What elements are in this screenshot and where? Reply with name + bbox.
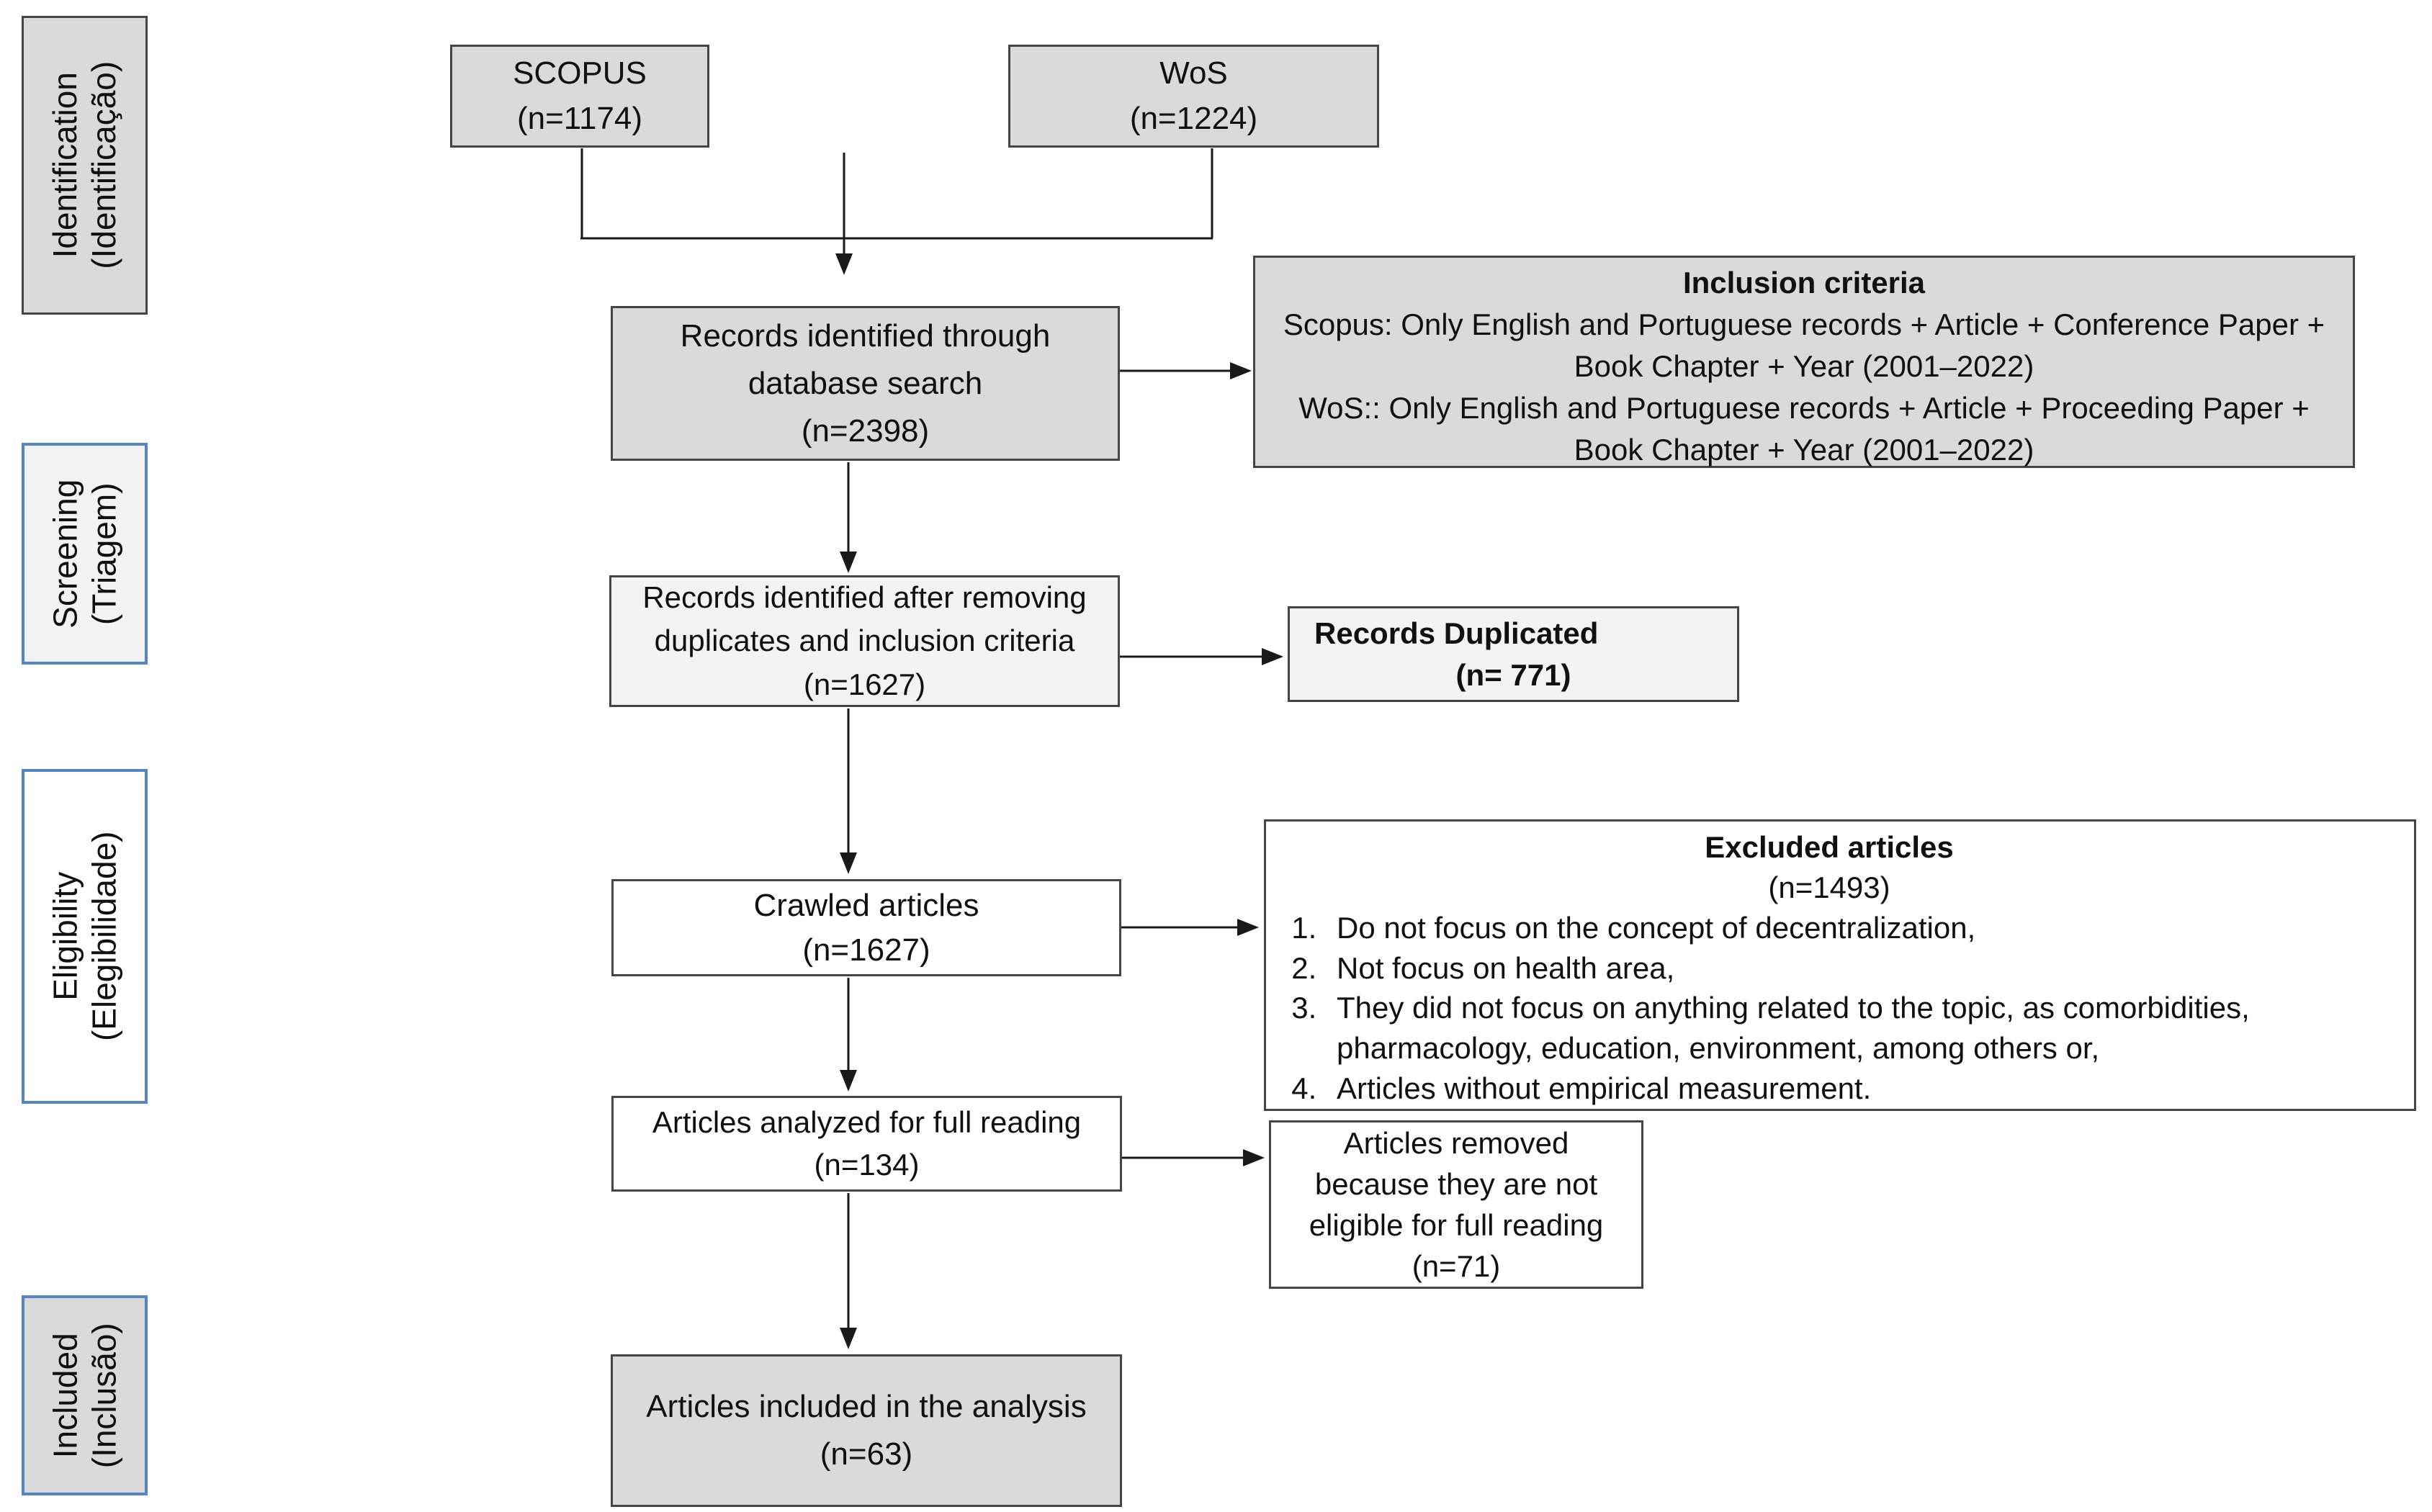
excluded-reason-4: Articles without empirical measurement. bbox=[1325, 1068, 2392, 1109]
scopus-count: (n=1174) bbox=[516, 100, 643, 136]
analyzed-articles-box: Articles analyzed for full reading (n=13… bbox=[611, 1096, 1122, 1192]
records-after-removing-box: Records identified after removing duplic… bbox=[609, 575, 1120, 707]
sidebar-stage-screening: Screening (Triagem) bbox=[22, 443, 148, 665]
analyzed-count: (n=134) bbox=[814, 1147, 920, 1182]
wos-count: (n=1224) bbox=[1129, 100, 1258, 136]
stage-label-en: Eligibility bbox=[46, 872, 84, 1001]
excluded-title: Excluded articles bbox=[1705, 830, 1954, 864]
sidebar-stage-identification: Identification (Identificação) bbox=[22, 16, 148, 315]
records-identified-line1: Records identified through bbox=[680, 318, 1051, 354]
inclusion-criteria-title: Inclusion criteria bbox=[1682, 266, 1926, 300]
records-after-line1: Records identified after removing bbox=[642, 580, 1087, 615]
analyzed-label: Articles analyzed for full reading bbox=[652, 1104, 1082, 1139]
sidebar-stage-eligibility: Eligibility (Elegibilidade) bbox=[22, 769, 148, 1104]
stage-label-en: Included bbox=[46, 1333, 84, 1458]
removed-count: (n=71) bbox=[1412, 1249, 1501, 1284]
included-articles-box: Articles included in the analysis (n=63) bbox=[611, 1354, 1122, 1507]
records-after-line2: duplicates and inclusion criteria bbox=[654, 624, 1075, 658]
records-identified-line2: database search bbox=[748, 365, 983, 401]
excluded-reasons-list: Do not focus on the concept of decentral… bbox=[1266, 908, 2392, 1109]
records-duplicated-label: Records Duplicated bbox=[1314, 616, 1599, 651]
excluded-reason-1: Do not focus on the concept of decentral… bbox=[1325, 908, 2392, 948]
stage-label-pt: (Inclusão) bbox=[85, 1323, 123, 1468]
records-identified-count: (n=2398) bbox=[801, 413, 930, 449]
excluded-count: (n=1493) bbox=[1768, 870, 1890, 904]
inclusion-criteria-wos: WoS:: Only English and Portuguese record… bbox=[1298, 390, 2310, 467]
stage-label-en: Screening bbox=[46, 479, 84, 629]
wos-label: WoS bbox=[1159, 55, 1228, 91]
excluded-reason-3: They did not focus on anything related t… bbox=[1325, 988, 2392, 1068]
inclusion-criteria-scopus: Scopus: Only English and Portuguese reco… bbox=[1283, 307, 2325, 383]
records-after-count: (n=1627) bbox=[803, 667, 926, 701]
removed-line3: eligible for full reading bbox=[1309, 1208, 1604, 1242]
stage-label: Included (Inclusão) bbox=[45, 1323, 124, 1468]
inclusion-criteria-box: Inclusion criteria Scopus: Only English … bbox=[1253, 256, 2355, 468]
crawled-label: Crawled articles bbox=[753, 887, 979, 923]
wos-box: WoS (n=1224) bbox=[1008, 45, 1379, 148]
stage-label-en: Identification bbox=[46, 72, 84, 258]
stage-label: Identification (Identificação) bbox=[45, 61, 124, 269]
stage-label-pt: (Elegibilidade) bbox=[85, 831, 123, 1042]
included-label: Articles included in the analysis bbox=[646, 1389, 1087, 1424]
stage-label: Screening (Triagem) bbox=[45, 479, 124, 628]
crawled-articles-box: Crawled articles (n=1627) bbox=[611, 879, 1121, 976]
scopus-label: SCOPUS bbox=[513, 55, 647, 91]
records-duplicated-count: (n= 771) bbox=[1455, 657, 1571, 692]
stage-label-pt: (Identificação) bbox=[85, 61, 123, 269]
records-identified-box: Records identified through database sear… bbox=[611, 306, 1120, 461]
stage-label-pt: (Triagem) bbox=[85, 482, 123, 625]
sidebar-stage-included: Included (Inclusão) bbox=[22, 1295, 148, 1495]
removed-line2: because they are not bbox=[1314, 1166, 1598, 1201]
excluded-articles-box: Excluded articles (n=1493) Do not focus … bbox=[1264, 819, 2416, 1111]
records-duplicated-box: Records Duplicated (n= 771) bbox=[1288, 606, 1739, 702]
removed-articles-box: Articles removed because they are not el… bbox=[1269, 1120, 1643, 1289]
crawled-count: (n=1627) bbox=[802, 932, 930, 968]
included-count: (n=63) bbox=[820, 1436, 913, 1472]
excluded-reason-2: Not focus on health area, bbox=[1325, 948, 2392, 989]
scopus-box: SCOPUS (n=1174) bbox=[450, 45, 709, 148]
removed-line1: Articles removed bbox=[1343, 1125, 1569, 1160]
stage-label: Eligibility (Elegibilidade) bbox=[45, 832, 124, 1042]
